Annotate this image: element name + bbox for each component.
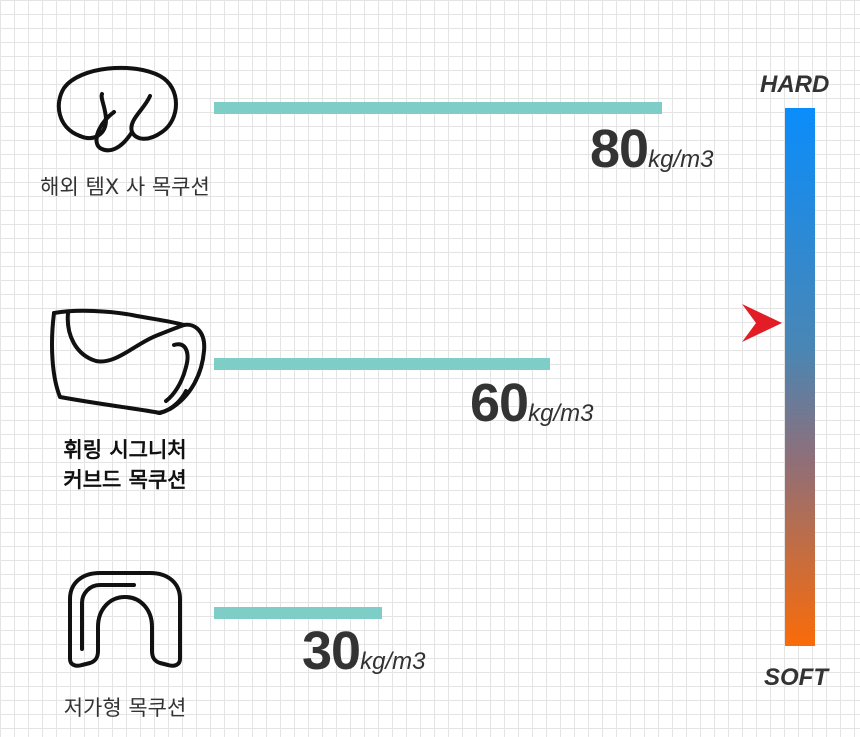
bar-0 [214,102,662,114]
category-label-2: 저가형 목쿠션 [63,696,187,720]
pointer-arrow-icon [742,304,782,342]
value-label-1: 60kg/m3 [470,373,594,433]
bar-2 [214,607,382,619]
value-label-2: 30kg/m3 [302,621,426,681]
category-label-0: 해외 템X 사 목쿠션 [40,175,210,199]
scale-top-label: HARD [760,71,830,98]
hardness-scale-bar [785,108,815,646]
curved-cushion-icon [50,308,207,415]
bar-1 [214,358,550,370]
pointer-arrow-shape [742,304,782,342]
value-label-0: 80kg/m3 [590,119,714,179]
scale-bottom-label: SOFT [764,664,828,691]
neck-pillow-icon [56,65,178,153]
category-label-1: 휘링 시그니처 커브드 목쿠션 [63,438,187,492]
u-shaped-pillow-icon [68,571,182,668]
